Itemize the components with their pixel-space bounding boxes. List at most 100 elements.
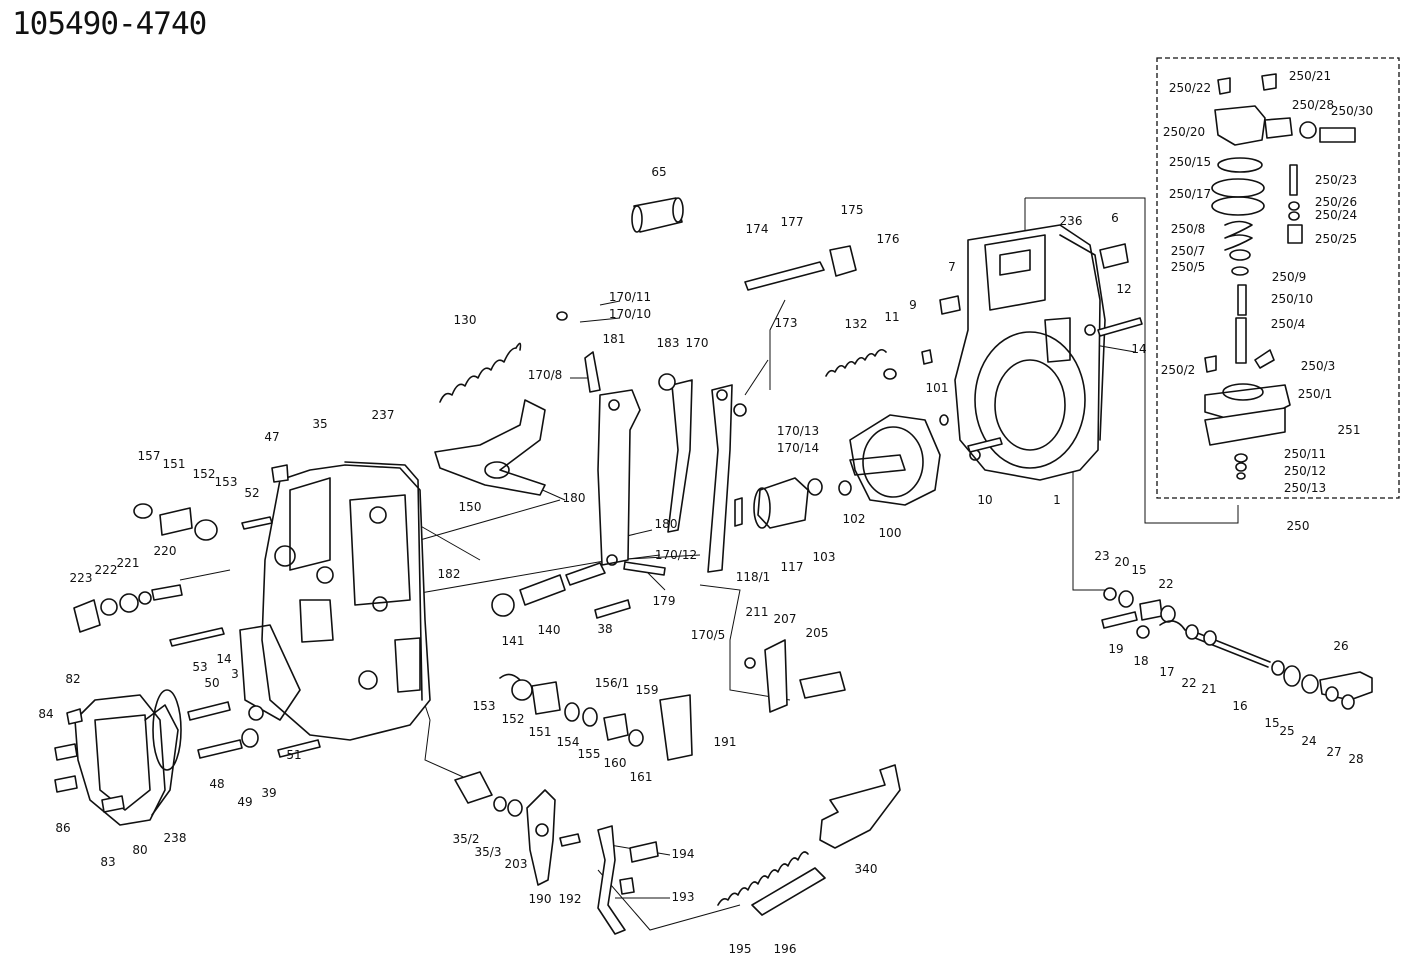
callout-154: 154 bbox=[557, 735, 580, 749]
callout-35: 35 bbox=[312, 417, 327, 431]
callout-175: 175 bbox=[841, 203, 864, 217]
plate-340 bbox=[819, 764, 901, 849]
callout-250-4: 250/4 bbox=[1271, 317, 1306, 331]
callout-182: 182 bbox=[438, 567, 461, 581]
callout-237: 237 bbox=[372, 408, 395, 422]
callout-152b: 152 bbox=[502, 712, 525, 726]
callout-35-3: 35/3 bbox=[475, 845, 502, 859]
callout-65: 65 bbox=[651, 165, 666, 179]
callout-170-14: 170/14 bbox=[777, 441, 819, 455]
callout-26: 26 bbox=[1333, 639, 1348, 653]
callout-250-17: 250/17 bbox=[1169, 187, 1211, 201]
callout-170-8: 170/8 bbox=[528, 368, 563, 382]
callout-190: 190 bbox=[529, 892, 552, 906]
callout-174: 174 bbox=[746, 222, 769, 236]
callout-192: 192 bbox=[559, 892, 582, 906]
callout-173: 173 bbox=[775, 316, 798, 330]
callout-156-1: 156/1 bbox=[595, 676, 630, 690]
callout-250-21: 250/21 bbox=[1289, 69, 1331, 83]
callout-170-5: 170/5 bbox=[691, 628, 726, 642]
callout-179: 179 bbox=[653, 594, 676, 608]
gasket-237 bbox=[344, 461, 423, 701]
callout-250-7: 250/7 bbox=[1171, 244, 1206, 258]
callout-100: 100 bbox=[879, 526, 902, 540]
callout-22b: 22 bbox=[1181, 676, 1196, 690]
callout-80: 80 bbox=[132, 843, 147, 857]
callout-6: 6 bbox=[1111, 211, 1119, 225]
callout-170-11: 170/11 bbox=[609, 290, 651, 304]
callout-22a: 22 bbox=[1158, 577, 1173, 591]
callout-250-12: 250/12 bbox=[1284, 464, 1326, 478]
callout-51: 51 bbox=[286, 748, 301, 762]
fasteners bbox=[54, 73, 1355, 895]
callout-3: 3 bbox=[231, 667, 239, 681]
callout-170-12: 170/12 bbox=[655, 548, 697, 562]
diagram-title: 105490-4740 bbox=[12, 6, 207, 42]
flyweight-100 bbox=[849, 414, 941, 506]
callout-176: 176 bbox=[877, 232, 900, 246]
callout-50: 50 bbox=[204, 676, 219, 690]
cover-80 bbox=[74, 694, 179, 826]
callout-35-2: 35/2 bbox=[453, 832, 480, 846]
callout-151a: 151 bbox=[163, 457, 186, 471]
callout-155: 155 bbox=[578, 747, 601, 761]
callout-17: 17 bbox=[1159, 665, 1174, 679]
spring-130 bbox=[439, 342, 522, 403]
callout-195: 195 bbox=[729, 942, 752, 956]
lever-193 bbox=[597, 825, 626, 935]
callout-103: 103 bbox=[813, 550, 836, 564]
callout-250-23: 250/23 bbox=[1315, 173, 1357, 187]
callout-250-1: 250/1 bbox=[1298, 387, 1333, 401]
callout-181: 181 bbox=[603, 332, 626, 346]
callout-250-24: 250/24 bbox=[1315, 208, 1357, 222]
callout-170-13: 170/13 bbox=[777, 424, 819, 438]
callout-24: 24 bbox=[1301, 734, 1316, 748]
callout-153b: 153 bbox=[473, 699, 496, 713]
callout-20: 20 bbox=[1114, 555, 1129, 569]
callout-101: 101 bbox=[926, 381, 949, 395]
lever-190 bbox=[526, 789, 556, 886]
callout-194: 194 bbox=[672, 847, 695, 861]
callout-250: 250 bbox=[1287, 519, 1310, 533]
callout-250-10: 250/10 bbox=[1271, 292, 1313, 306]
callout-150: 150 bbox=[459, 500, 482, 514]
callout-180b: 180 bbox=[655, 517, 678, 531]
callout-250-2: 250/2 bbox=[1161, 363, 1196, 377]
callout-9: 9 bbox=[909, 298, 917, 312]
callout-83: 83 bbox=[100, 855, 115, 869]
callout-161: 161 bbox=[630, 770, 653, 784]
callout-28: 28 bbox=[1348, 752, 1363, 766]
callout-159: 159 bbox=[636, 683, 659, 697]
callout-140: 140 bbox=[538, 623, 561, 637]
callout-84: 84 bbox=[38, 707, 53, 721]
callout-14a: 14 bbox=[1131, 342, 1146, 356]
callout-211: 211 bbox=[746, 605, 769, 619]
lever-181 bbox=[597, 379, 733, 573]
assembly-250-parts bbox=[1204, 105, 1356, 446]
callout-118-1: 118/1 bbox=[736, 570, 771, 584]
callout-238: 238 bbox=[164, 831, 187, 845]
callout-196: 196 bbox=[774, 942, 797, 956]
callout-1: 1 bbox=[1053, 493, 1061, 507]
callout-340: 340 bbox=[855, 862, 878, 876]
callout-157: 157 bbox=[138, 449, 161, 463]
callout-16: 16 bbox=[1232, 699, 1247, 713]
callout-153a: 153 bbox=[215, 475, 238, 489]
callout-151b: 151 bbox=[529, 725, 552, 739]
callout-21: 21 bbox=[1201, 682, 1216, 696]
callout-82: 82 bbox=[65, 672, 80, 686]
callout-193: 193 bbox=[672, 890, 695, 904]
callout-223: 223 bbox=[70, 571, 93, 585]
callout-250-28: 250/28 bbox=[1292, 98, 1334, 112]
callout-25: 25 bbox=[1279, 724, 1294, 738]
callout-39: 39 bbox=[261, 786, 276, 800]
lever-arm-150 bbox=[434, 399, 546, 496]
callout-221: 221 bbox=[117, 556, 140, 570]
callout-23: 23 bbox=[1094, 549, 1109, 563]
callout-18: 18 bbox=[1133, 654, 1148, 668]
callout-177: 177 bbox=[781, 215, 804, 229]
gear-housing-35 bbox=[239, 464, 431, 741]
callout-52: 52 bbox=[244, 486, 259, 500]
callout-12: 12 bbox=[1116, 282, 1131, 296]
